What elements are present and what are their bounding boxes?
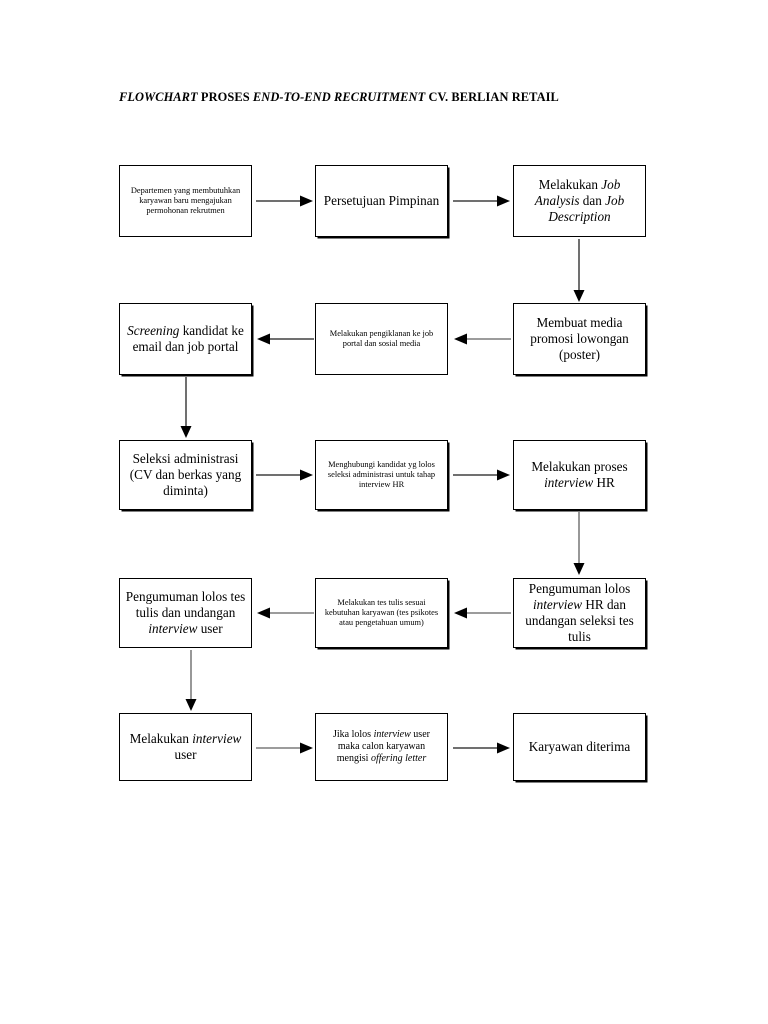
edge-n9-n10 [570,512,588,576]
edge-n4-n5 [453,330,511,348]
flow-node-n9-label: Melakukan proses interview HR [531,458,628,490]
flow-node-n2[interactable]: Persetujuan Pimpinan [315,165,448,237]
edge-n13-n14 [256,739,314,757]
edge-n11-n12 [256,604,314,622]
edge-n5-n6 [256,330,314,348]
edge-n6-n7 [177,377,195,439]
title-part-end-to-end-recruitment: END-TO-END RECRUITMENT [252,90,429,104]
flow-node-n2-label: Persetujuan Pimpinan [323,192,440,208]
flow-node-n12[interactable]: Pengumuman lolos tes tulis dan undangan … [119,578,252,648]
flow-node-n1-label: Departemen yang membutuhkan karyawan bar… [130,185,241,216]
edge-n1-n2 [256,192,314,210]
flow-node-n5[interactable]: Melakukan pengiklanan ke job portal dan … [315,303,448,375]
edge-n10-n11 [453,604,511,622]
edge-n14-n15 [453,739,511,757]
flow-node-n11-label: Melakukan tes tulis sesuai kebutuhan kar… [324,597,439,628]
flow-node-n8-label: Menghubungi kandidat yg lolos seleksi ad… [327,459,436,490]
title-part-proses: PROSES [200,90,253,104]
edge-n3-n4 [570,239,588,303]
flow-node-n4[interactable]: Membuat media promosi lowongan (poster) [513,303,646,375]
flow-node-n13[interactable]: Melakukan interview user [119,713,252,781]
edge-n8-n9 [453,466,511,484]
flow-node-n13-label: Melakukan interview user [129,730,242,762]
flow-node-n10[interactable]: Pengumuman lolos interview HR dan undang… [513,578,646,648]
flow-node-n3[interactable]: Melakukan Job Analysis dan Job Descripti… [513,165,646,237]
flow-node-n14-label: Jika lolos interview user maka calon kar… [333,728,430,765]
flow-node-n15-label: Karyawan diterima [528,738,631,754]
flow-node-n9[interactable]: Melakukan proses interview HR [513,440,646,510]
flow-node-n3-label: Melakukan Job Analysis dan Job Descripti… [534,176,625,225]
flow-node-n6[interactable]: Screening kandidat ke email dan job port… [119,303,252,375]
flow-node-n8[interactable]: Menghubungi kandidat yg lolos seleksi ad… [315,440,448,510]
page-title: FLOWCHART PROSES END-TO-END RECRUITMENT … [119,90,679,105]
flow-node-n5-label: Melakukan pengiklanan ke job portal dan … [329,328,434,348]
flow-node-n7-label: Seleksi administrasi (CV dan berkas yang… [129,450,242,499]
edge-n7-n8 [256,466,314,484]
flow-node-n4-label: Membuat media promosi lowongan (poster) [530,314,629,363]
edge-n2-n3 [453,192,511,210]
edge-n12-n13 [182,650,200,712]
title-part-flowchart: FLOWCHART [119,90,201,104]
flow-node-n15[interactable]: Karyawan diterima [513,713,646,781]
flow-node-n7[interactable]: Seleksi administrasi (CV dan berkas yang… [119,440,252,510]
flow-node-n1[interactable]: Departemen yang membutuhkan karyawan bar… [119,165,252,237]
flow-node-n12-label: Pengumuman lolos tes tulis dan undangan … [125,588,246,637]
flow-node-n6-label: Screening kandidat ke email dan job port… [127,322,244,354]
flow-node-n11[interactable]: Melakukan tes tulis sesuai kebutuhan kar… [315,578,448,648]
flow-node-n14[interactable]: Jika lolos interview user maka calon kar… [315,713,448,781]
flow-node-n10-label: Pengumuman lolos interview HR dan undang… [525,580,634,645]
title-part-company: CV. BERLIAN RETAIL [428,90,559,104]
